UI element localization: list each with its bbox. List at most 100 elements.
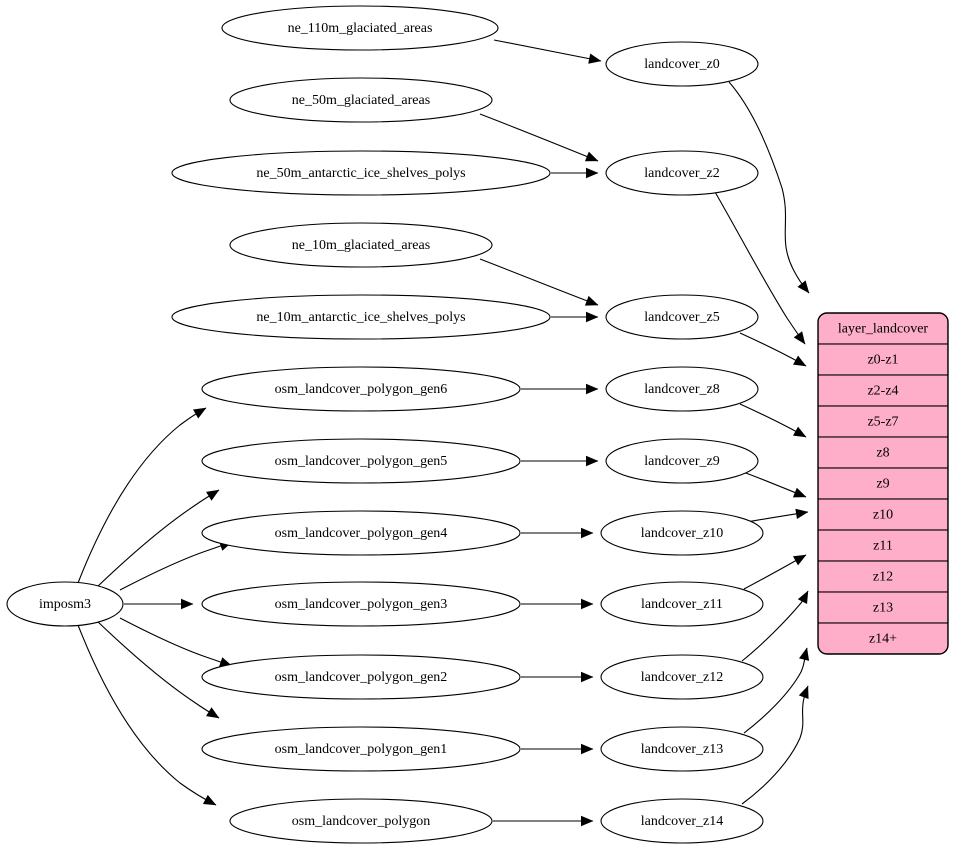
edge-arrowhead: [792, 426, 807, 438]
edge-imposm3-to-osm_landcover_polygon_gen1: [95, 619, 220, 719]
node-landcover_z8[interactable]: landcover_z8: [605, 366, 759, 412]
edge-arrowhead: [193, 407, 207, 419]
node-landcover_z2[interactable]: landcover_z2: [605, 150, 759, 196]
edge-landcover_z12-to-row_z12: [741, 590, 809, 662]
edge-imposm3-to-osm_landcover_polygon: [77, 624, 217, 806]
node-shape-natural-earth-source: [171, 150, 551, 196]
node-shape-landcover-layer: [605, 438, 759, 484]
node-shape-natural-earth-source: [229, 77, 493, 123]
edge-osm_landcover_polygon_gen1-to-landcover_z13: [521, 743, 594, 755]
layer-table-row[interactable]: [818, 374, 948, 407]
edge-arrowhead: [581, 815, 594, 827]
node-shape-landcover-layer: [605, 366, 759, 412]
layer-table-row[interactable]: [818, 436, 948, 469]
node-shape-landcover-layer: [600, 726, 764, 772]
edge-arrowhead: [588, 53, 602, 64]
edge-osm_landcover_polygon_gen5-to-landcover_z9: [521, 455, 599, 467]
edge-arrowhead: [586, 311, 599, 323]
node-landcover_z9[interactable]: landcover_z9: [605, 438, 759, 484]
node-shape-natural-earth-source: [221, 5, 499, 51]
layer-table-row[interactable]: [818, 405, 948, 438]
node-shape-osm-source: [201, 581, 521, 627]
edge-line: [714, 191, 806, 345]
edge-line: [479, 258, 599, 306]
node-shape-source: [6, 581, 124, 627]
edge-arrowhead: [581, 527, 594, 539]
edge-landcover_z13-to-row_z13: [743, 647, 810, 734]
node-shape-osm-source: [201, 438, 521, 484]
node-osm_landcover_polygon_gen6[interactable]: osm_landcover_polygon_gen6: [201, 366, 521, 412]
edge-arrowhead: [795, 508, 809, 520]
node-landcover_z12[interactable]: landcover_z12: [600, 654, 764, 700]
layer-table-row[interactable]: [818, 591, 948, 624]
layer-table-row[interactable]: [818, 529, 948, 562]
node-landcover_z13[interactable]: landcover_z13: [600, 726, 764, 772]
edge-ne_10m_glaciated_areas-to-landcover_z5: [479, 258, 599, 306]
node-shape-landcover-layer: [605, 294, 759, 340]
edge-line: [493, 39, 602, 62]
edge-imposm3-to-osm_landcover_polygon_gen6: [77, 407, 207, 584]
layer-table-row[interactable]: [818, 622, 948, 654]
node-shape-landcover-layer: [600, 510, 764, 556]
edge-landcover_z10-to-row_z10: [746, 508, 809, 523]
edge-landcover_z9-to-row_z9: [742, 471, 807, 498]
edge-arrowhead: [798, 647, 810, 661]
layer-table-row[interactable]: [818, 498, 948, 531]
layer-table-row[interactable]: [818, 467, 948, 500]
edge-landcover_z0-to-row_z0-z1: [728, 81, 810, 294]
node-landcover_z0[interactable]: landcover_z0: [605, 41, 759, 87]
node-ne_10m_antarctic_ice_shelves_polys[interactable]: ne_10m_antarctic_ice_shelves_polys: [171, 294, 551, 340]
node-ne_10m_glaciated_areas[interactable]: ne_10m_glaciated_areas: [229, 222, 493, 268]
edge-arrowhead: [586, 455, 599, 467]
node-imposm3[interactable]: imposm3: [6, 581, 124, 627]
node-osm_landcover_polygon_gen4[interactable]: osm_landcover_polygon_gen4: [201, 510, 521, 556]
layer-landcover-table: layer_landcoverz0-z1z2-z4z5-z7z8z9z10z11…: [817, 312, 949, 655]
edge-ne_10m_antarctic_ice_shelves_polys-to-landcover_z5: [551, 311, 599, 323]
edge-arrowhead: [180, 598, 194, 610]
node-osm_landcover_polygon_gen5[interactable]: osm_landcover_polygon_gen5: [201, 438, 521, 484]
edge-arrowhead: [792, 487, 807, 498]
layer-table-row[interactable]: [818, 343, 948, 376]
edge-arrowhead: [581, 743, 594, 755]
edge-arrowhead: [584, 151, 599, 162]
edge-osm_landcover_polygon_gen6-to-landcover_z8: [521, 383, 599, 395]
edge-line: [77, 407, 207, 584]
edge-line: [119, 541, 233, 591]
layer-table-cells: layer_landcoverz0-z1z2-z4z5-z7z8z9z10z11…: [818, 313, 948, 654]
edge-ne_50m_antarctic_ice_shelves_polys-to-landcover_z2: [551, 167, 599, 179]
node-ne_50m_glaciated_areas[interactable]: ne_50m_glaciated_areas: [229, 77, 493, 123]
edge-arrowhead: [793, 331, 806, 345]
node-osm_landcover_polygon_gen3[interactable]: osm_landcover_polygon_gen3: [201, 581, 521, 627]
layer-table-row[interactable]: [818, 560, 948, 593]
node-shape-natural-earth-source: [229, 222, 493, 268]
edge-landcover_z2-to-row_z2-z4: [714, 191, 806, 345]
node-shape-osm-source: [201, 726, 521, 772]
edge-line: [77, 624, 217, 806]
edge-osm_landcover_polygon_gen3-to-landcover_z11: [521, 598, 594, 610]
edge-osm_landcover_polygon_gen2-to-landcover_z12: [521, 671, 594, 683]
node-ne_110m_glaciated_areas[interactable]: ne_110m_glaciated_areas: [221, 5, 499, 51]
node-landcover_z14[interactable]: landcover_z14: [600, 798, 764, 844]
node-landcover_z5[interactable]: landcover_z5: [605, 294, 759, 340]
node-landcover_z10[interactable]: landcover_z10: [600, 510, 764, 556]
edge-imposm3-to-osm_landcover_polygon_gen5: [95, 489, 220, 589]
node-shape-landcover-layer: [600, 654, 764, 700]
edge-osm_landcover_polygon_gen4-to-landcover_z10: [521, 527, 594, 539]
edge-ne_50m_glaciated_areas-to-landcover_z2: [479, 113, 599, 162]
edge-arrowhead: [797, 280, 810, 294]
edge-imposm3-to-osm_landcover_polygon_gen2: [119, 617, 233, 668]
edge-osm_landcover_polygon-to-landcover_z14: [493, 815, 594, 827]
node-landcover_z11[interactable]: landcover_z11: [600, 581, 764, 627]
edge-arrowhead: [206, 707, 220, 719]
node-shape-osm-source: [201, 510, 521, 556]
node-ne_50m_antarctic_ice_shelves_polys[interactable]: ne_50m_antarctic_ice_shelves_polys: [171, 150, 551, 196]
node-shape-landcover-layer: [605, 41, 759, 87]
node-osm_landcover_polygon[interactable]: osm_landcover_polygon: [229, 798, 493, 844]
edge-arrowhead: [792, 355, 807, 367]
node-osm_landcover_polygon_gen2[interactable]: osm_landcover_polygon_gen2: [201, 654, 521, 700]
node-osm_landcover_polygon_gen1[interactable]: osm_landcover_polygon_gen1: [201, 726, 521, 772]
edge-landcover_z11-to-row_z11: [743, 554, 807, 590]
edge-line: [728, 81, 810, 294]
edge-arrowhead: [586, 167, 599, 179]
